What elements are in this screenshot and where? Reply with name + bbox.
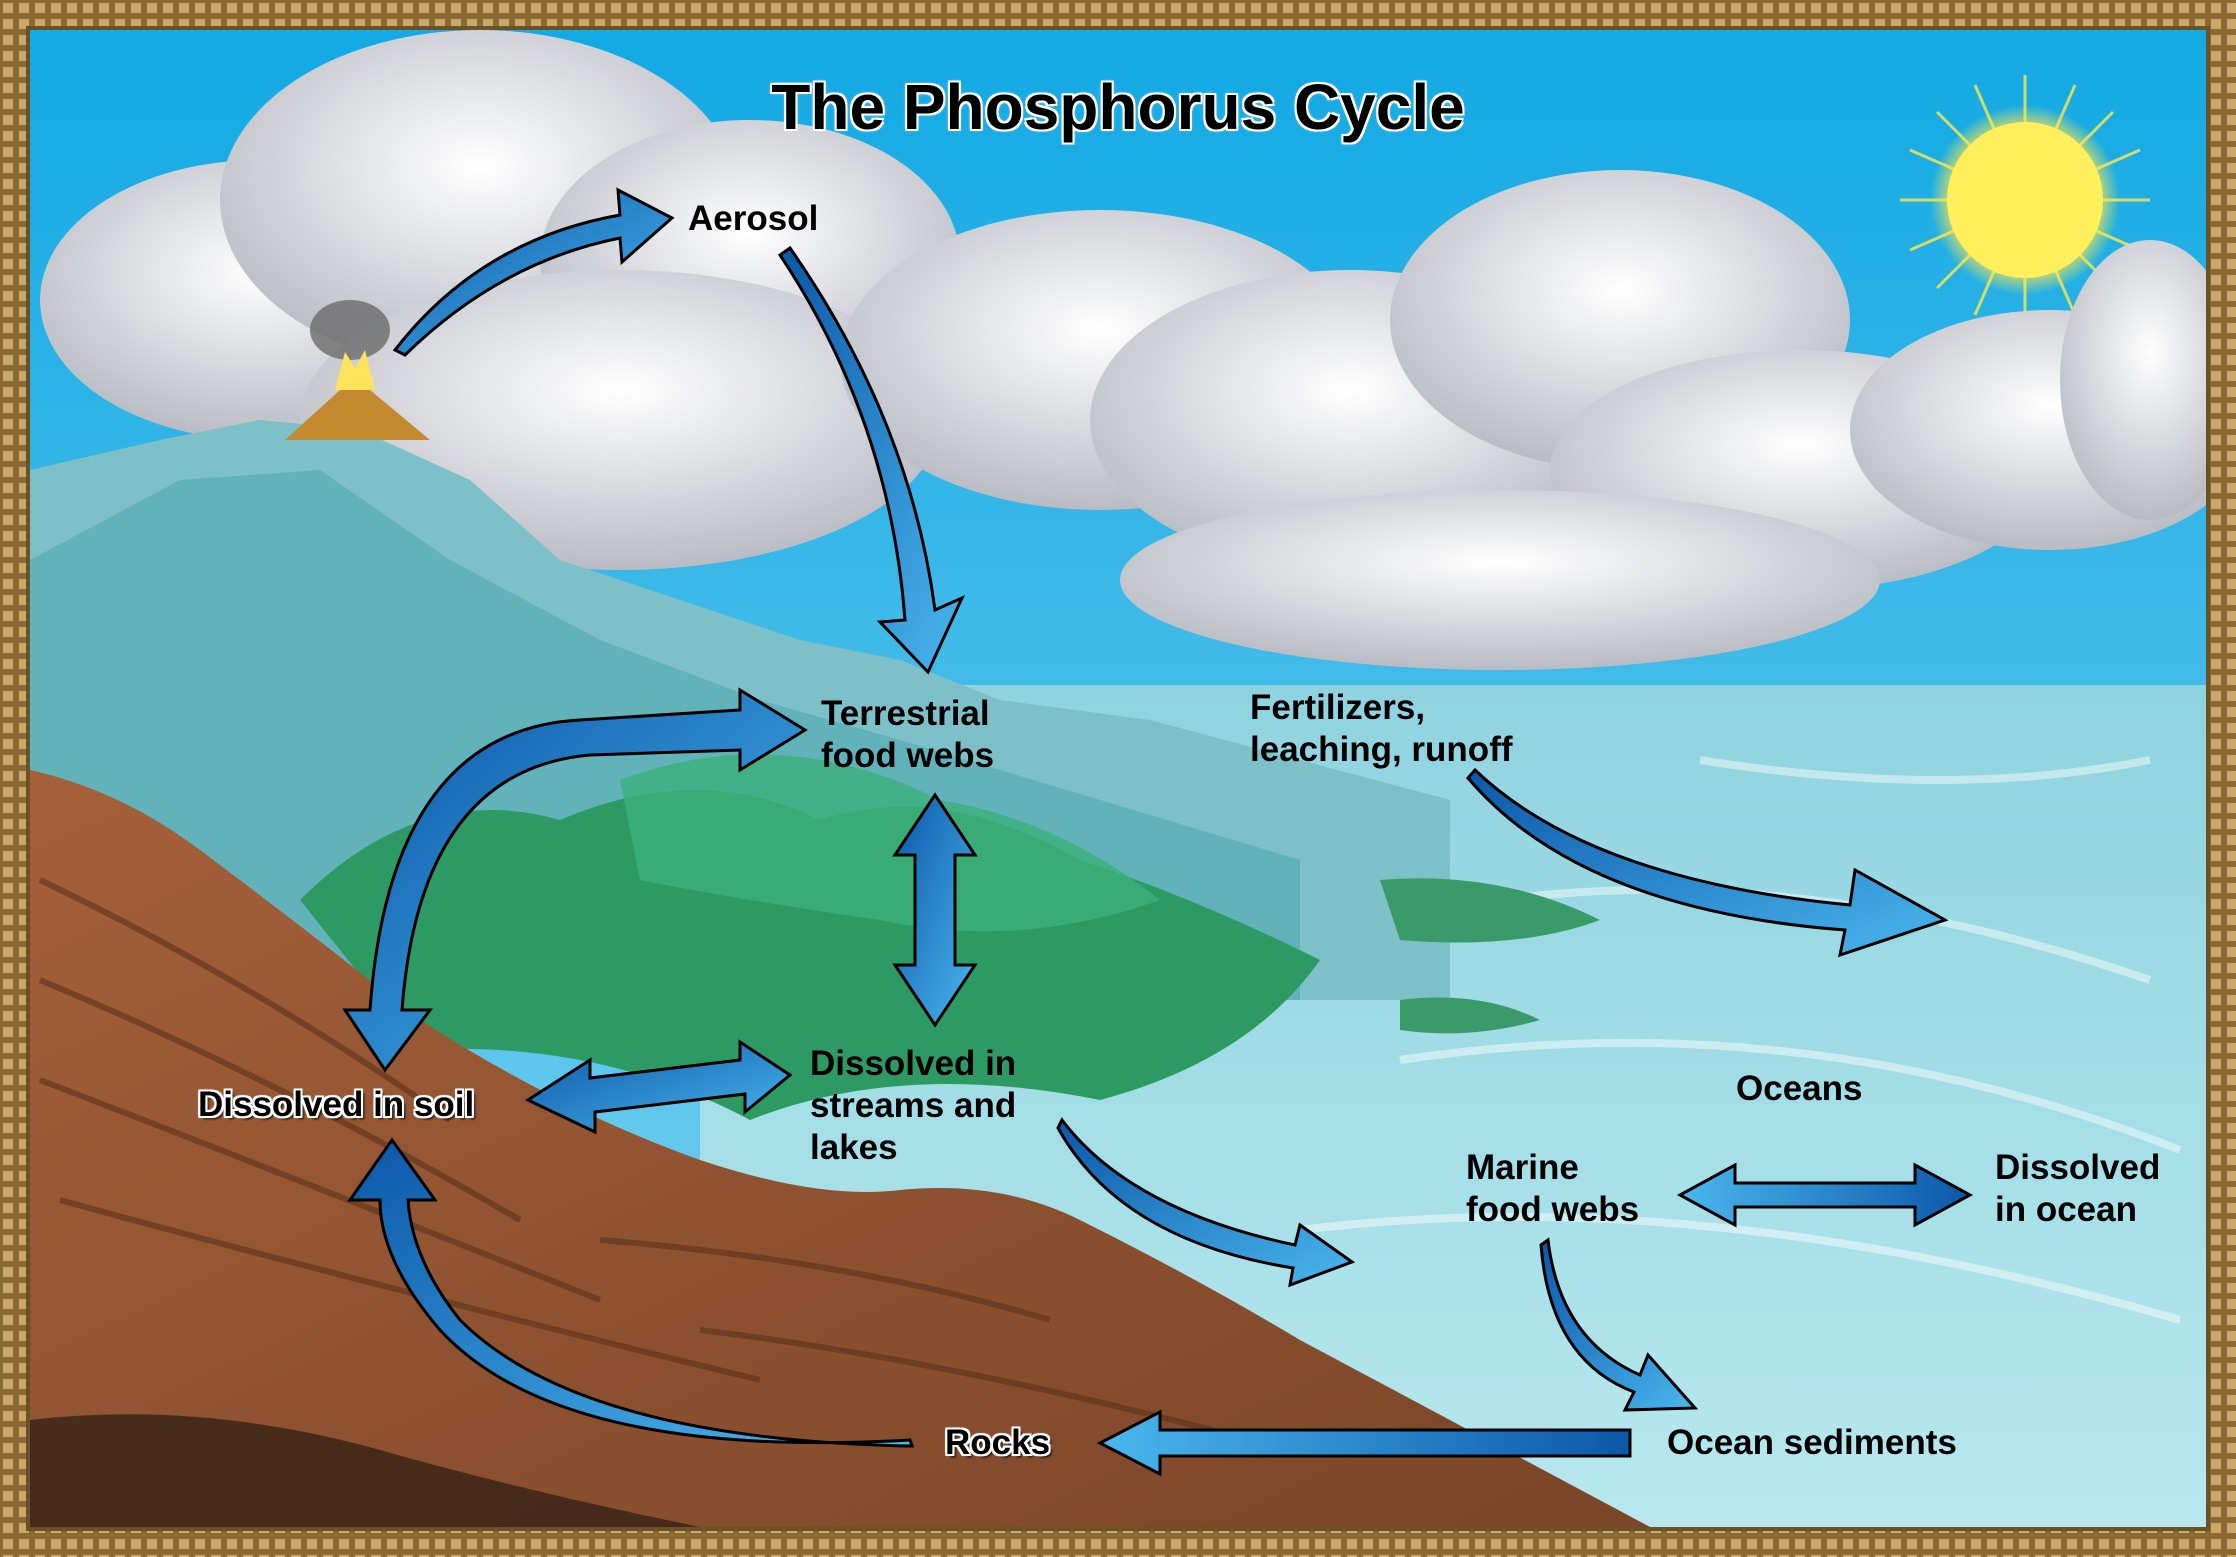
label-rocks: Rocks <box>945 1423 1051 1462</box>
label-ocean-sediments: Ocean sediments <box>1667 1423 1957 1462</box>
arrow-streams-to-ocean <box>1056 1117 1356 1288</box>
label-line: food webs <box>1466 1190 1640 1229</box>
arrow-aerosol-to-terrestrial <box>777 245 966 675</box>
label-line: food webs <box>821 736 995 775</box>
diagram-title: The Phosphorus Cycle <box>771 71 1465 143</box>
sun-icon <box>1900 75 2150 325</box>
label-line: Marine <box>1466 1148 1579 1187</box>
label-marine-food-webs: Marine food webs <box>1466 1147 1639 1231</box>
label-dissolved-in-ocean: Dissolved in ocean <box>1995 1147 2160 1231</box>
land <box>30 770 1650 1527</box>
arrow-marine-to-sediments <box>1539 1237 1699 1412</box>
volcano-icon <box>285 300 430 440</box>
label-line: lakes <box>810 1128 898 1167</box>
cycle-arrows <box>342 187 1974 1477</box>
arrow-sediments-to-rocks <box>1096 1409 1632 1477</box>
arrow-volcano-to-aerosol <box>392 187 675 357</box>
arrow-rocks-to-soil <box>347 1137 915 1448</box>
label-aerosol: Aerosol <box>688 199 819 238</box>
label-line: Dissolved in <box>810 1044 1017 1083</box>
arrow-terrestrial-streams-double <box>892 792 978 1028</box>
label-line: in ocean <box>1995 1190 2137 1229</box>
label-line: Dissolved <box>1995 1148 2161 1187</box>
arrow-soil-terrestrial-curve <box>342 687 808 1073</box>
label-line: leaching, runoff <box>1250 730 1513 769</box>
arrow-marine-dissolved-double <box>1676 1162 1974 1228</box>
label-line: Terrestrial <box>821 694 990 733</box>
arrow-fertilizers-to-ocean <box>1466 767 1949 958</box>
label-line: Fertilizers, <box>1250 688 1426 727</box>
label-dissolved-streams-lakes: Dissolved in streams and lakes <box>810 1043 1016 1169</box>
label-dissolved-in-soil: Dissolved in soil <box>198 1085 475 1124</box>
arrow-soil-streams-double <box>524 1039 793 1135</box>
label-fertilizers: Fertilizers, leaching, runoff <box>1250 687 1513 771</box>
label-terrestrial-food-webs: Terrestrial food webs <box>821 693 994 777</box>
label-line: streams and <box>810 1086 1017 1125</box>
label-oceans: Oceans <box>1736 1069 1863 1108</box>
